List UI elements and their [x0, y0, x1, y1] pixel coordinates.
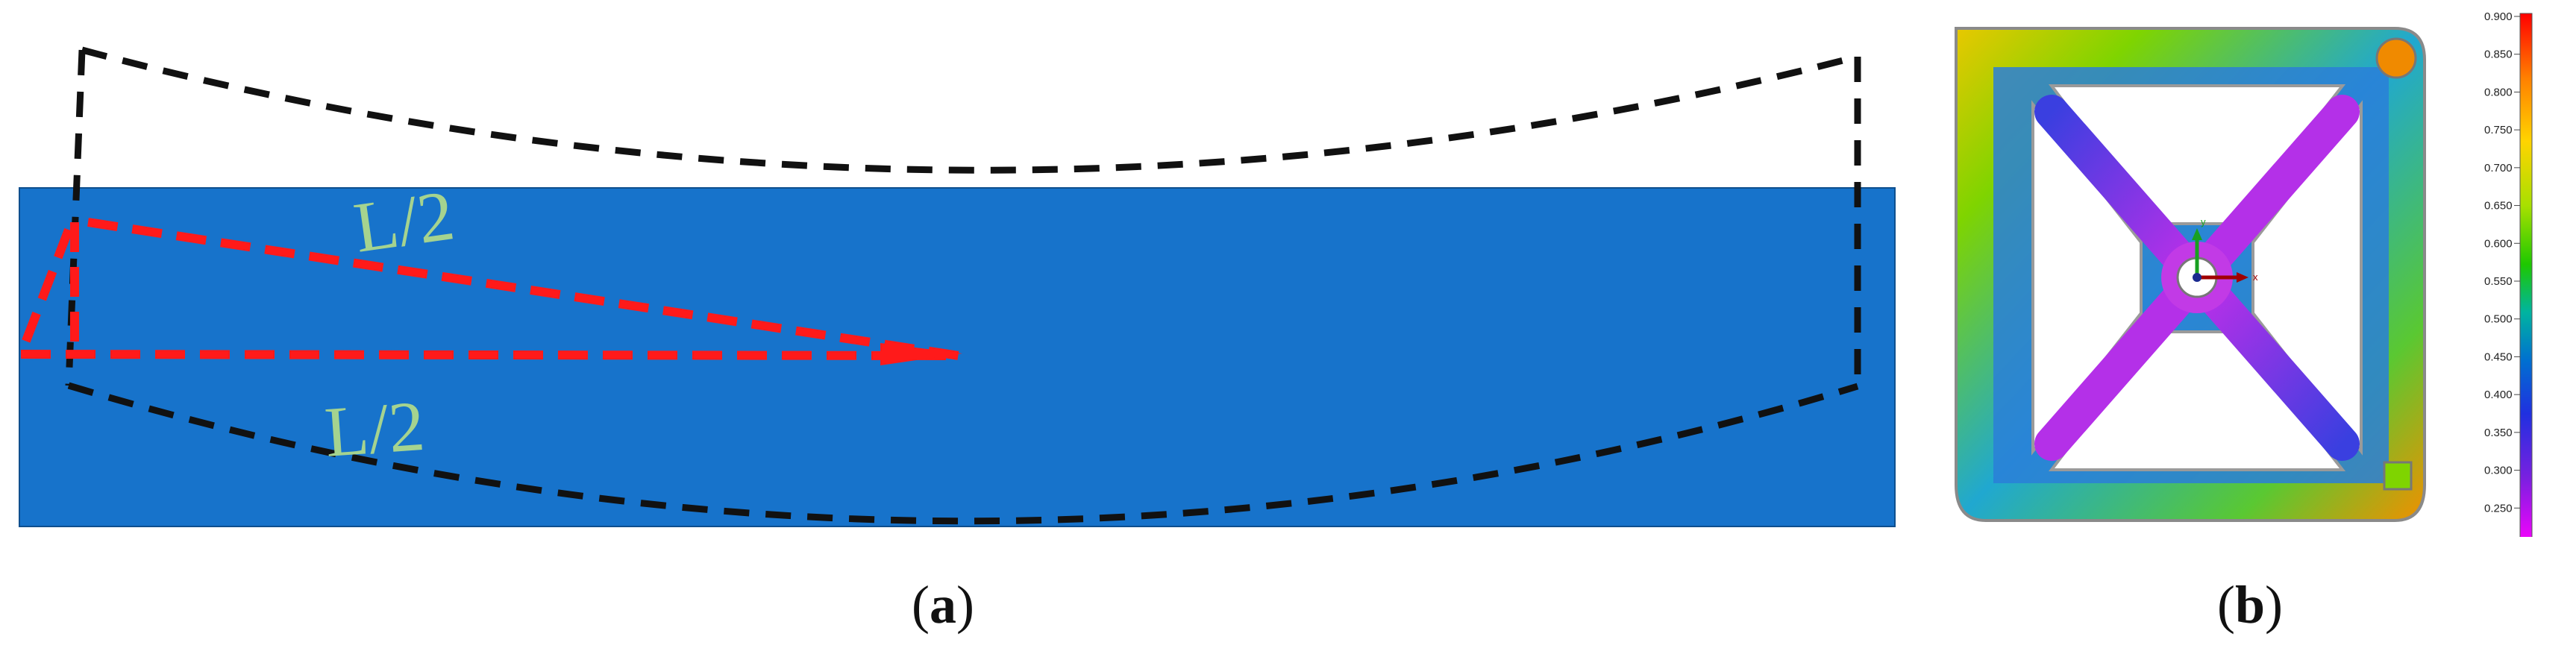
colorbar: [2519, 13, 2533, 537]
colorbar-tick-label: 0.850: [2484, 48, 2513, 61]
colorbar-tick-label: 0.800: [2484, 86, 2513, 98]
colorbar-tick-label: 0.300: [2484, 465, 2513, 477]
colorbar-tick-label: 0.550: [2484, 275, 2513, 288]
triangle-outer-edge: [18, 227, 73, 353]
deformed-top-edge: [81, 46, 1859, 174]
axis-origin: [2193, 273, 2201, 282]
colorbar-tick-label: 0.250: [2484, 502, 2513, 515]
coordinate-axes: y x: [2192, 216, 2258, 283]
axis-y-label: y: [2201, 216, 2206, 227]
colorbar-tick-label: 0.700: [2484, 162, 2513, 174]
triangle-tip: [880, 343, 962, 365]
caption-a: (a): [912, 575, 974, 635]
x-axis-arrowhead: [2237, 272, 2248, 283]
y-axis-arrowhead: [2192, 228, 2202, 240]
colorbar-tick-label: 0.650: [2484, 200, 2513, 213]
corner-pad-bottom-right: [2383, 461, 2413, 491]
colorbar-tick-label: 0.450: [2484, 350, 2513, 363]
colorbar-tick-label: 0.750: [2484, 124, 2513, 136]
colorbar-tick-label: 0.350: [2484, 427, 2513, 439]
label-half-length-bottom: L/2: [322, 386, 427, 472]
beam-diagram: L/2 L/2: [18, 46, 1896, 527]
frame-contour-plot: y x 0.9000.8500.8000.7500.7000.6500.6000…: [1955, 10, 2533, 537]
triangle-base: [20, 350, 959, 360]
colorbar-tick-label: 0.900: [2484, 10, 2513, 23]
colorbar-tick-label: 0.500: [2484, 313, 2513, 326]
corner-boss-top-right: [2375, 37, 2417, 79]
half-beam-triangle: [18, 218, 959, 360]
colorbar-tick-label: 0.600: [2484, 237, 2513, 250]
label-half-length-top: L/2: [349, 174, 459, 268]
colorbar-tick-label: 0.400: [2484, 389, 2513, 401]
deformed-shape-outline: [65, 46, 1861, 525]
caption-b: (b): [2217, 575, 2284, 635]
axis-x-label: x: [2253, 271, 2258, 283]
colorbar-ticks: 0.900 0.850 0.800 0.750 0.700 0.650 0.600 0.550…: [2484, 10, 2520, 515]
deformed-left-edge: [65, 49, 86, 386]
triangle-hypotenuse: [87, 218, 959, 360]
